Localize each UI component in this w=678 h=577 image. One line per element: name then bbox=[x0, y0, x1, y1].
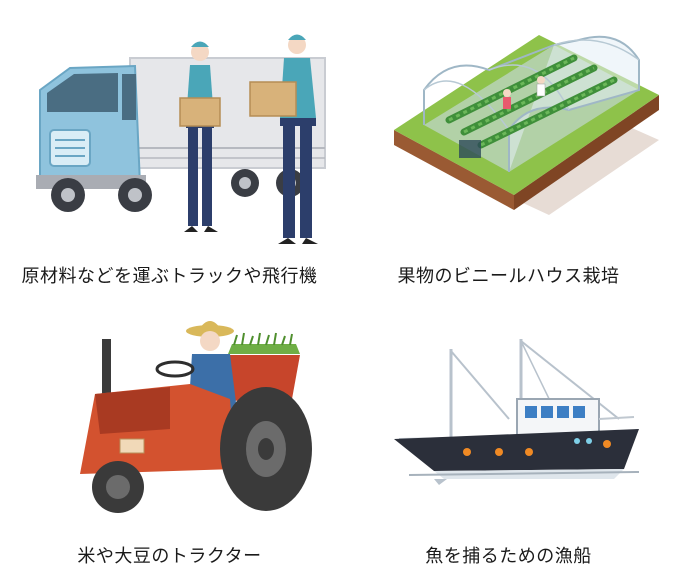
panel-truck-workers: 原材料などを運ぶトラックや飛行機 bbox=[0, 0, 339, 288]
waterline bbox=[408, 471, 640, 476]
steering-wheel bbox=[155, 360, 195, 378]
panel-tractor: 米や大豆のトラクター bbox=[0, 289, 339, 577]
fishing-boat-illustration bbox=[394, 339, 640, 485]
tractor-illustration bbox=[80, 321, 312, 513]
plant-rows bbox=[445, 54, 618, 149]
truck-windshield bbox=[47, 73, 118, 112]
boat-hull bbox=[394, 429, 639, 471]
boat-buoys bbox=[463, 438, 611, 456]
caption-tractor: 米や大豆のトラクター bbox=[77, 546, 262, 567]
boat-window-3 bbox=[557, 406, 569, 418]
rice-seedlings bbox=[228, 332, 300, 354]
boat-window-4 bbox=[573, 406, 585, 418]
panel-greenhouse: 果物のビニールハウス栽培 bbox=[339, 0, 678, 288]
truck-workers-illustration bbox=[36, 34, 326, 244]
tractor-exhaust bbox=[102, 339, 111, 399]
tractor-label-plate bbox=[119, 438, 145, 454]
caption-fishing-boat: 魚を捕るための漁船 bbox=[425, 546, 592, 567]
worker-right bbox=[249, 34, 318, 244]
tractor-rear-bed bbox=[220, 355, 300, 401]
caption-greenhouse: 果物のビニールハウス栽培 bbox=[397, 266, 620, 287]
tractor-rear-wheel bbox=[220, 387, 312, 511]
worker-left bbox=[179, 41, 221, 232]
greenhouse-roof bbox=[508, 35, 640, 172]
soil-left-face bbox=[394, 130, 514, 210]
cardboard-box-right bbox=[249, 81, 297, 117]
soil-right-face bbox=[514, 95, 659, 210]
boat-window-1 bbox=[525, 406, 537, 418]
greenhouse-illustration bbox=[394, 35, 659, 215]
greenhouse-door bbox=[459, 140, 481, 158]
cardboard-box-left bbox=[179, 97, 221, 127]
greenhouse-worker-1 bbox=[503, 89, 511, 109]
panel-fishing-boat: 魚を捕るための漁船 bbox=[339, 289, 678, 577]
caption-truck: 原材料などを運ぶトラックや飛行機 bbox=[21, 266, 318, 287]
greenhouse-worker-2 bbox=[536, 76, 546, 97]
boat-window-2 bbox=[541, 406, 553, 418]
